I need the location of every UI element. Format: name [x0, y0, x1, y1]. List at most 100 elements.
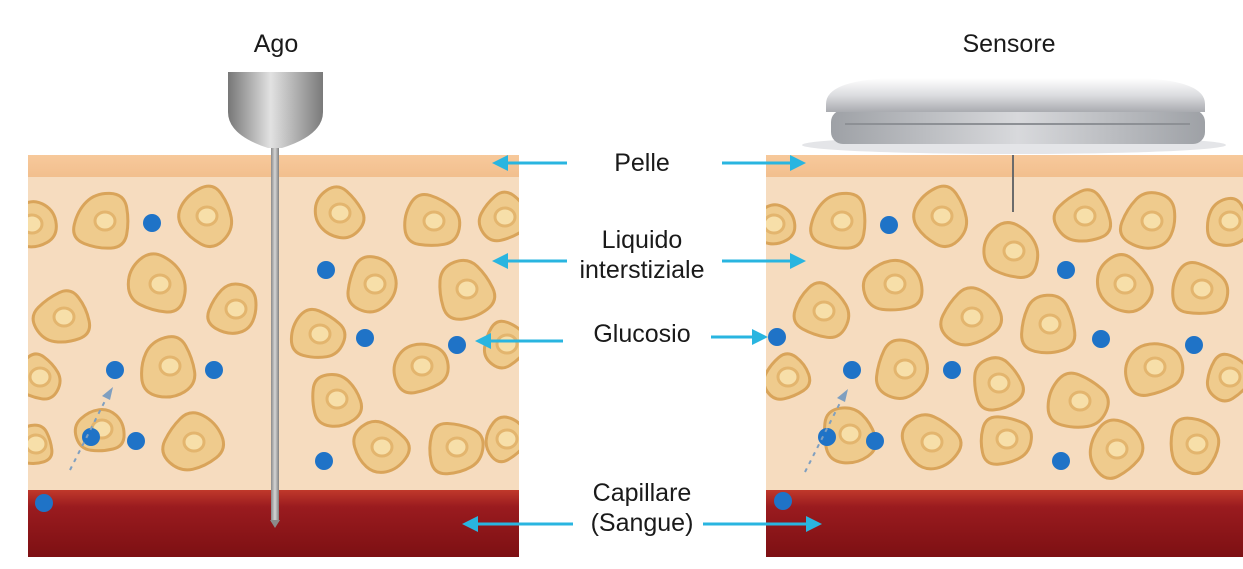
right-cell-nucleus [1187, 435, 1207, 453]
glucose-molecule-icon [880, 216, 898, 234]
right-cell-nucleus [814, 302, 834, 320]
needle-hub [228, 72, 323, 148]
interstitial-arrow-left [492, 253, 567, 269]
left-cell-nucleus [330, 204, 350, 222]
glucose-molecule-icon [106, 361, 124, 379]
right-cell-nucleus [932, 207, 952, 225]
interstitial-label-line2: interstiziale [557, 257, 727, 285]
cell-icon [1207, 354, 1243, 401]
glucose-arrow-right [711, 329, 768, 345]
left-cell-nucleus [184, 433, 204, 451]
right-cell-nucleus [840, 425, 860, 443]
left-cell-nucleus [497, 335, 517, 353]
right-capillary [766, 490, 1243, 557]
glucose-molecule-icon [82, 428, 100, 446]
right-cell-nucleus [997, 430, 1017, 448]
right-cell-nucleus [1070, 392, 1090, 410]
right-cell-nucleus [1075, 207, 1095, 225]
right-cell-nucleus [989, 374, 1009, 392]
right-cell-nucleus [1220, 212, 1240, 230]
cell-icon [348, 257, 396, 312]
left-cell-nucleus [424, 212, 444, 230]
left-cell-nucleus [447, 438, 467, 456]
right-cell-nucleus [1145, 358, 1165, 376]
right-cell-nucleus [832, 212, 852, 230]
right-cell-nucleus [1040, 315, 1060, 333]
right-cell-nucleus [1220, 368, 1240, 386]
glucose-molecule-icon [448, 336, 466, 354]
skin-arrow-left [492, 155, 567, 171]
left-cell-nucleus [497, 430, 517, 448]
glucose-label: Glucosio [572, 321, 712, 349]
cell-icon [16, 425, 52, 463]
left-cell-nucleus [412, 357, 432, 375]
sensor-label: Sensore [944, 31, 1074, 59]
skin-label: Pelle [592, 150, 692, 178]
glucose-molecule-icon [127, 432, 145, 450]
right-cell-nucleus [895, 360, 915, 378]
glucose-molecule-icon [143, 214, 161, 232]
glucose-molecule-icon [205, 361, 223, 379]
right-cell-nucleus [778, 368, 798, 386]
right-cell-nucleus [764, 215, 784, 233]
cell-icon [142, 337, 195, 397]
glucose-molecule-icon [1092, 330, 1110, 348]
glucose-molecule-icon [768, 328, 786, 346]
cell-icon [1207, 198, 1243, 245]
cell-icon [750, 205, 795, 244]
needle-shaft [271, 128, 279, 522]
left-cell-nucleus [495, 208, 515, 226]
left-cell-nucleus [54, 308, 74, 326]
sensor-top-cap [826, 78, 1205, 112]
arrow-icon [752, 329, 768, 345]
left-cell-nucleus [150, 275, 170, 293]
left-cell-nucleus [365, 275, 385, 293]
left-cell-nucleus [30, 368, 50, 386]
left-cell-nucleus [226, 300, 246, 318]
left-cell-nucleus [457, 280, 477, 298]
right-cell-nucleus [1004, 242, 1024, 260]
glucose-molecule-icon [356, 329, 374, 347]
cell-icon [1022, 295, 1075, 353]
left-cell-nucleus [95, 212, 115, 230]
right-capillary-glucose-dot [774, 492, 792, 510]
cell-icon [484, 321, 528, 368]
left-cell-nucleus [26, 435, 46, 453]
left-cell-nucleus [372, 438, 392, 456]
right-cell-nucleus [1142, 212, 1162, 230]
cell-icon [863, 260, 922, 310]
glucose-molecule-icon [315, 452, 333, 470]
interstitial-label-line1: Liquido [567, 227, 717, 255]
right-tissue-panel [750, 150, 1243, 557]
needle-label: Ago [236, 31, 316, 59]
cell-icon [4, 202, 56, 247]
left-capillary-glucose-dot [35, 494, 53, 512]
right-cell-nucleus [885, 275, 905, 293]
right-skin-layer [766, 155, 1243, 177]
left-cell-nucleus [160, 357, 180, 375]
capillary-label-line1: Capillare [567, 480, 717, 508]
glucose-molecule-icon [943, 361, 961, 379]
right-cell-nucleus [1107, 440, 1127, 458]
right-cell-nucleus [1192, 280, 1212, 298]
glucose-molecule-icon [317, 261, 335, 279]
glucose-molecule-icon [866, 432, 884, 450]
skin-arrow-right [722, 155, 806, 171]
glucose-molecule-icon [1057, 261, 1075, 279]
sensor-side-band [831, 110, 1205, 144]
right-cell-nucleus [1115, 275, 1135, 293]
sensor-icon [802, 78, 1226, 154]
left-cell-nucleus [327, 390, 347, 408]
left-cell-nucleus [310, 325, 330, 343]
glucose-molecule-icon [1185, 336, 1203, 354]
interstitial-arrow-right [722, 253, 806, 269]
glucose-molecule-icon [1052, 452, 1070, 470]
cell-icon [1171, 418, 1219, 473]
cell-icon [876, 340, 927, 398]
right-cell-nucleus [922, 433, 942, 451]
left-cell-nucleus [197, 207, 217, 225]
left-cell-nucleus [22, 215, 42, 233]
cell-icon [486, 417, 526, 462]
left-tissue-panel [4, 155, 528, 557]
